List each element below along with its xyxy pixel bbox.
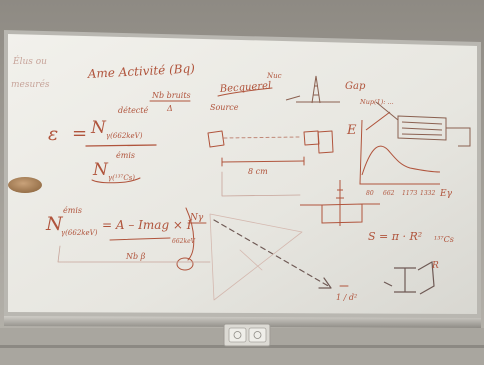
power-outlet xyxy=(223,323,271,347)
tick-2: 662 xyxy=(383,190,395,197)
isotope-label: ¹³⁷Cs xyxy=(434,235,454,244)
big-eq-left-sub: γ(662keV) xyxy=(61,229,98,237)
big-eq-fraction: Nγ xyxy=(189,213,204,223)
tick-3: 1173 xyxy=(402,190,417,197)
becquerel-label: Becquerel xyxy=(218,80,271,95)
heading-sub-top: Nb bruits xyxy=(151,91,191,100)
detector-r: R xyxy=(431,261,439,271)
heading-sub-bottom: Δ xyxy=(166,104,173,113)
big-eq-left: N xyxy=(45,213,64,235)
distance-label: 8 cm xyxy=(248,167,268,176)
tick-1: 80 xyxy=(366,190,374,197)
handwriting-layer: Élus ou mesurés Ame Activité (Bq) Nb bru… xyxy=(11,55,471,302)
efficiency-symbol: ε xyxy=(48,123,58,145)
board-eraser xyxy=(8,177,42,193)
one-over-d2: 1 / d² xyxy=(336,293,357,302)
big-eq-left-sup: émis xyxy=(63,206,82,215)
big-eq-right: = A – Imag × I xyxy=(102,218,192,232)
corner-note-top: Élus ou xyxy=(12,55,47,67)
numerator-sub: γ(662keV) xyxy=(106,132,143,140)
numerator-label: détecté xyxy=(118,106,149,115)
graph-axis-x: Eγ xyxy=(439,189,453,199)
denominator-n: N xyxy=(92,160,109,180)
graph-axis-y: E xyxy=(346,123,357,138)
tower-sketch xyxy=(285,75,340,104)
tick-4: 1332 xyxy=(420,190,435,197)
denominator-sub: γ(¹³⁷Cs) xyxy=(108,174,135,182)
board-surface xyxy=(8,34,477,314)
crystal-sketch xyxy=(300,180,380,226)
detector-box-sketch xyxy=(375,101,471,147)
marker-tray xyxy=(4,316,481,328)
numerator-n: N xyxy=(90,118,107,138)
heading-activity: Ame Activité (Bq) xyxy=(86,61,195,81)
detector-shape-sketch xyxy=(383,261,435,295)
graph-top-label: Gap xyxy=(345,81,366,92)
source-label: Source xyxy=(210,103,239,112)
surface-formula: S = π · R² xyxy=(368,230,422,243)
corner-note-bottom: mesurés xyxy=(11,79,50,90)
big-eq-under: Nb β xyxy=(125,252,146,261)
spectrum-graph xyxy=(359,111,441,185)
denominator-label: émis xyxy=(116,151,135,160)
big-eq-right-sub: 662keV xyxy=(172,238,196,245)
becquerel-sup: Nuc xyxy=(266,72,282,80)
equals-sign: = xyxy=(72,123,87,144)
